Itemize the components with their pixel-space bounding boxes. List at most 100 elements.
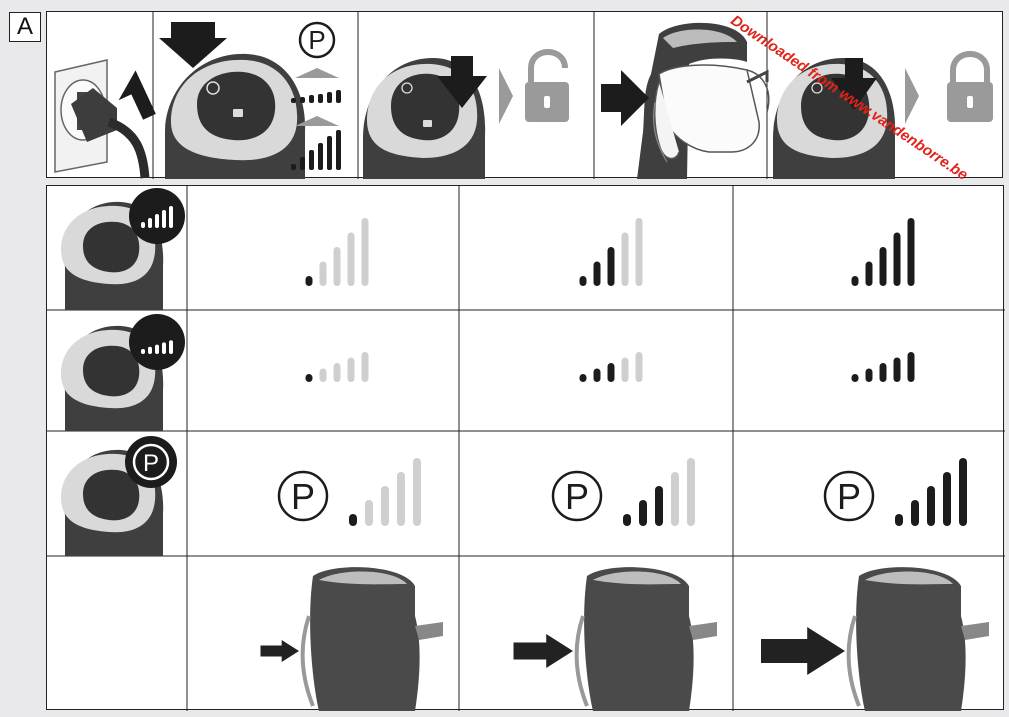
svg-text:P: P [143,450,159,477]
steam-level-bar [655,486,663,526]
steam-level-bar [305,374,313,382]
steam-level-bar [927,486,935,526]
steam-level-bar [361,218,369,286]
steam-level-bar [381,486,389,526]
steam-level-bar [851,374,859,382]
press-arrow-icon [513,634,573,668]
badge-bar [141,349,145,354]
top-instruction-strip: P [46,11,1003,184]
steam-level-bar [959,458,967,526]
steam-level-bar [687,458,695,526]
iron-head-icon [165,53,306,179]
steam-level-bar [579,374,587,382]
steam-level-bar [347,357,355,382]
program-p-icon [277,470,329,522]
steam-level-bar [911,500,919,526]
iron-handle-with-hand-icon [637,22,770,179]
steam-level-bar [413,458,421,526]
steam-level-bar [865,368,873,382]
press-arrow-icon [437,56,487,108]
steam-level-bars-icon [291,90,341,103]
steam-level-bar [361,352,369,382]
steam-level-bar [893,357,901,382]
program-p-icon: P [298,21,336,59]
badge-bar [162,342,166,354]
steam-level-bar [879,363,887,382]
press-arrow-icon [118,70,156,120]
steam-level-bar [607,247,615,286]
steam-level-bar [907,352,915,382]
iron-handle-icon [856,567,966,711]
iron-handle-icon [310,567,420,711]
iron-thumbnail-icon [61,188,185,310]
steam-level-bar [347,232,355,286]
iron-head-icon [773,58,896,179]
steam-level-bar [397,472,405,526]
badge-bar [169,340,173,354]
program-p-label: P [837,476,861,517]
press-arrow-icon [601,70,649,126]
iron-handle-top [593,571,681,585]
steam-level-bar [895,514,903,526]
plug-into-socket-icon [54,59,150,179]
steam-level-bar [305,276,313,286]
steam-level-bar [851,276,859,286]
iron-thumbnail-icon: P [61,436,177,556]
iron-thumbnail-icon [61,314,185,431]
program-p-label: P [565,476,589,517]
steam-level-bars-icon [291,130,341,170]
badge-bar [148,346,152,354]
trigger-icon [846,615,861,707]
program-p-icon [823,470,875,522]
unlocked-padlock-icon [525,48,569,122]
steam-level-bar [865,261,873,286]
steam-level-bar [621,357,629,382]
badge-bar [141,222,145,228]
steam-level-bar [319,368,327,382]
steam-level-bar [635,352,643,382]
press-arrow-icon [761,627,845,675]
steam-level-bar [593,261,601,286]
top-strip-graphics: P [54,12,993,179]
badge-bar [162,210,166,228]
steam-level-bar [333,363,341,382]
trigger-icon [574,615,589,707]
steam-level-bar [349,514,357,526]
steam-level-bar [579,276,587,286]
badge-bar [155,214,159,228]
press-arrow-icon [159,22,227,68]
steam-level-bar [907,218,915,286]
steam-level-bar [639,500,647,526]
press-arrow-icon [260,640,299,662]
steam-level-bar [879,247,887,286]
cord-icon [415,622,443,640]
steam-level-bar [365,500,373,526]
steam-level-bar [333,247,341,286]
badge-bar [148,218,152,228]
program-p-label: P [291,476,315,517]
steam-level-bar [319,261,327,286]
steam-level-bar [607,363,615,382]
steam-level-bar [593,368,601,382]
iron-handle-top [865,571,953,585]
steam-level-bar [635,218,643,286]
cord-icon [689,622,717,640]
svg-text:P: P [308,25,325,55]
steam-level-bar [621,232,629,286]
badge-bar [155,344,159,354]
trigger-icon [300,615,315,707]
locked-padlock-icon [947,50,993,122]
figure-label: A [9,12,41,42]
steam-level-bar [623,514,631,526]
steam-level-bar [671,472,679,526]
cord-icon [961,622,989,640]
badge-bar [169,206,173,228]
press-arrow-icon [831,58,877,110]
steam-level-bar [943,472,951,526]
iron-handle-icon [584,567,694,711]
iron-handle-top [319,571,407,585]
steam-level-bar [893,232,901,286]
program-p-icon [551,470,603,522]
